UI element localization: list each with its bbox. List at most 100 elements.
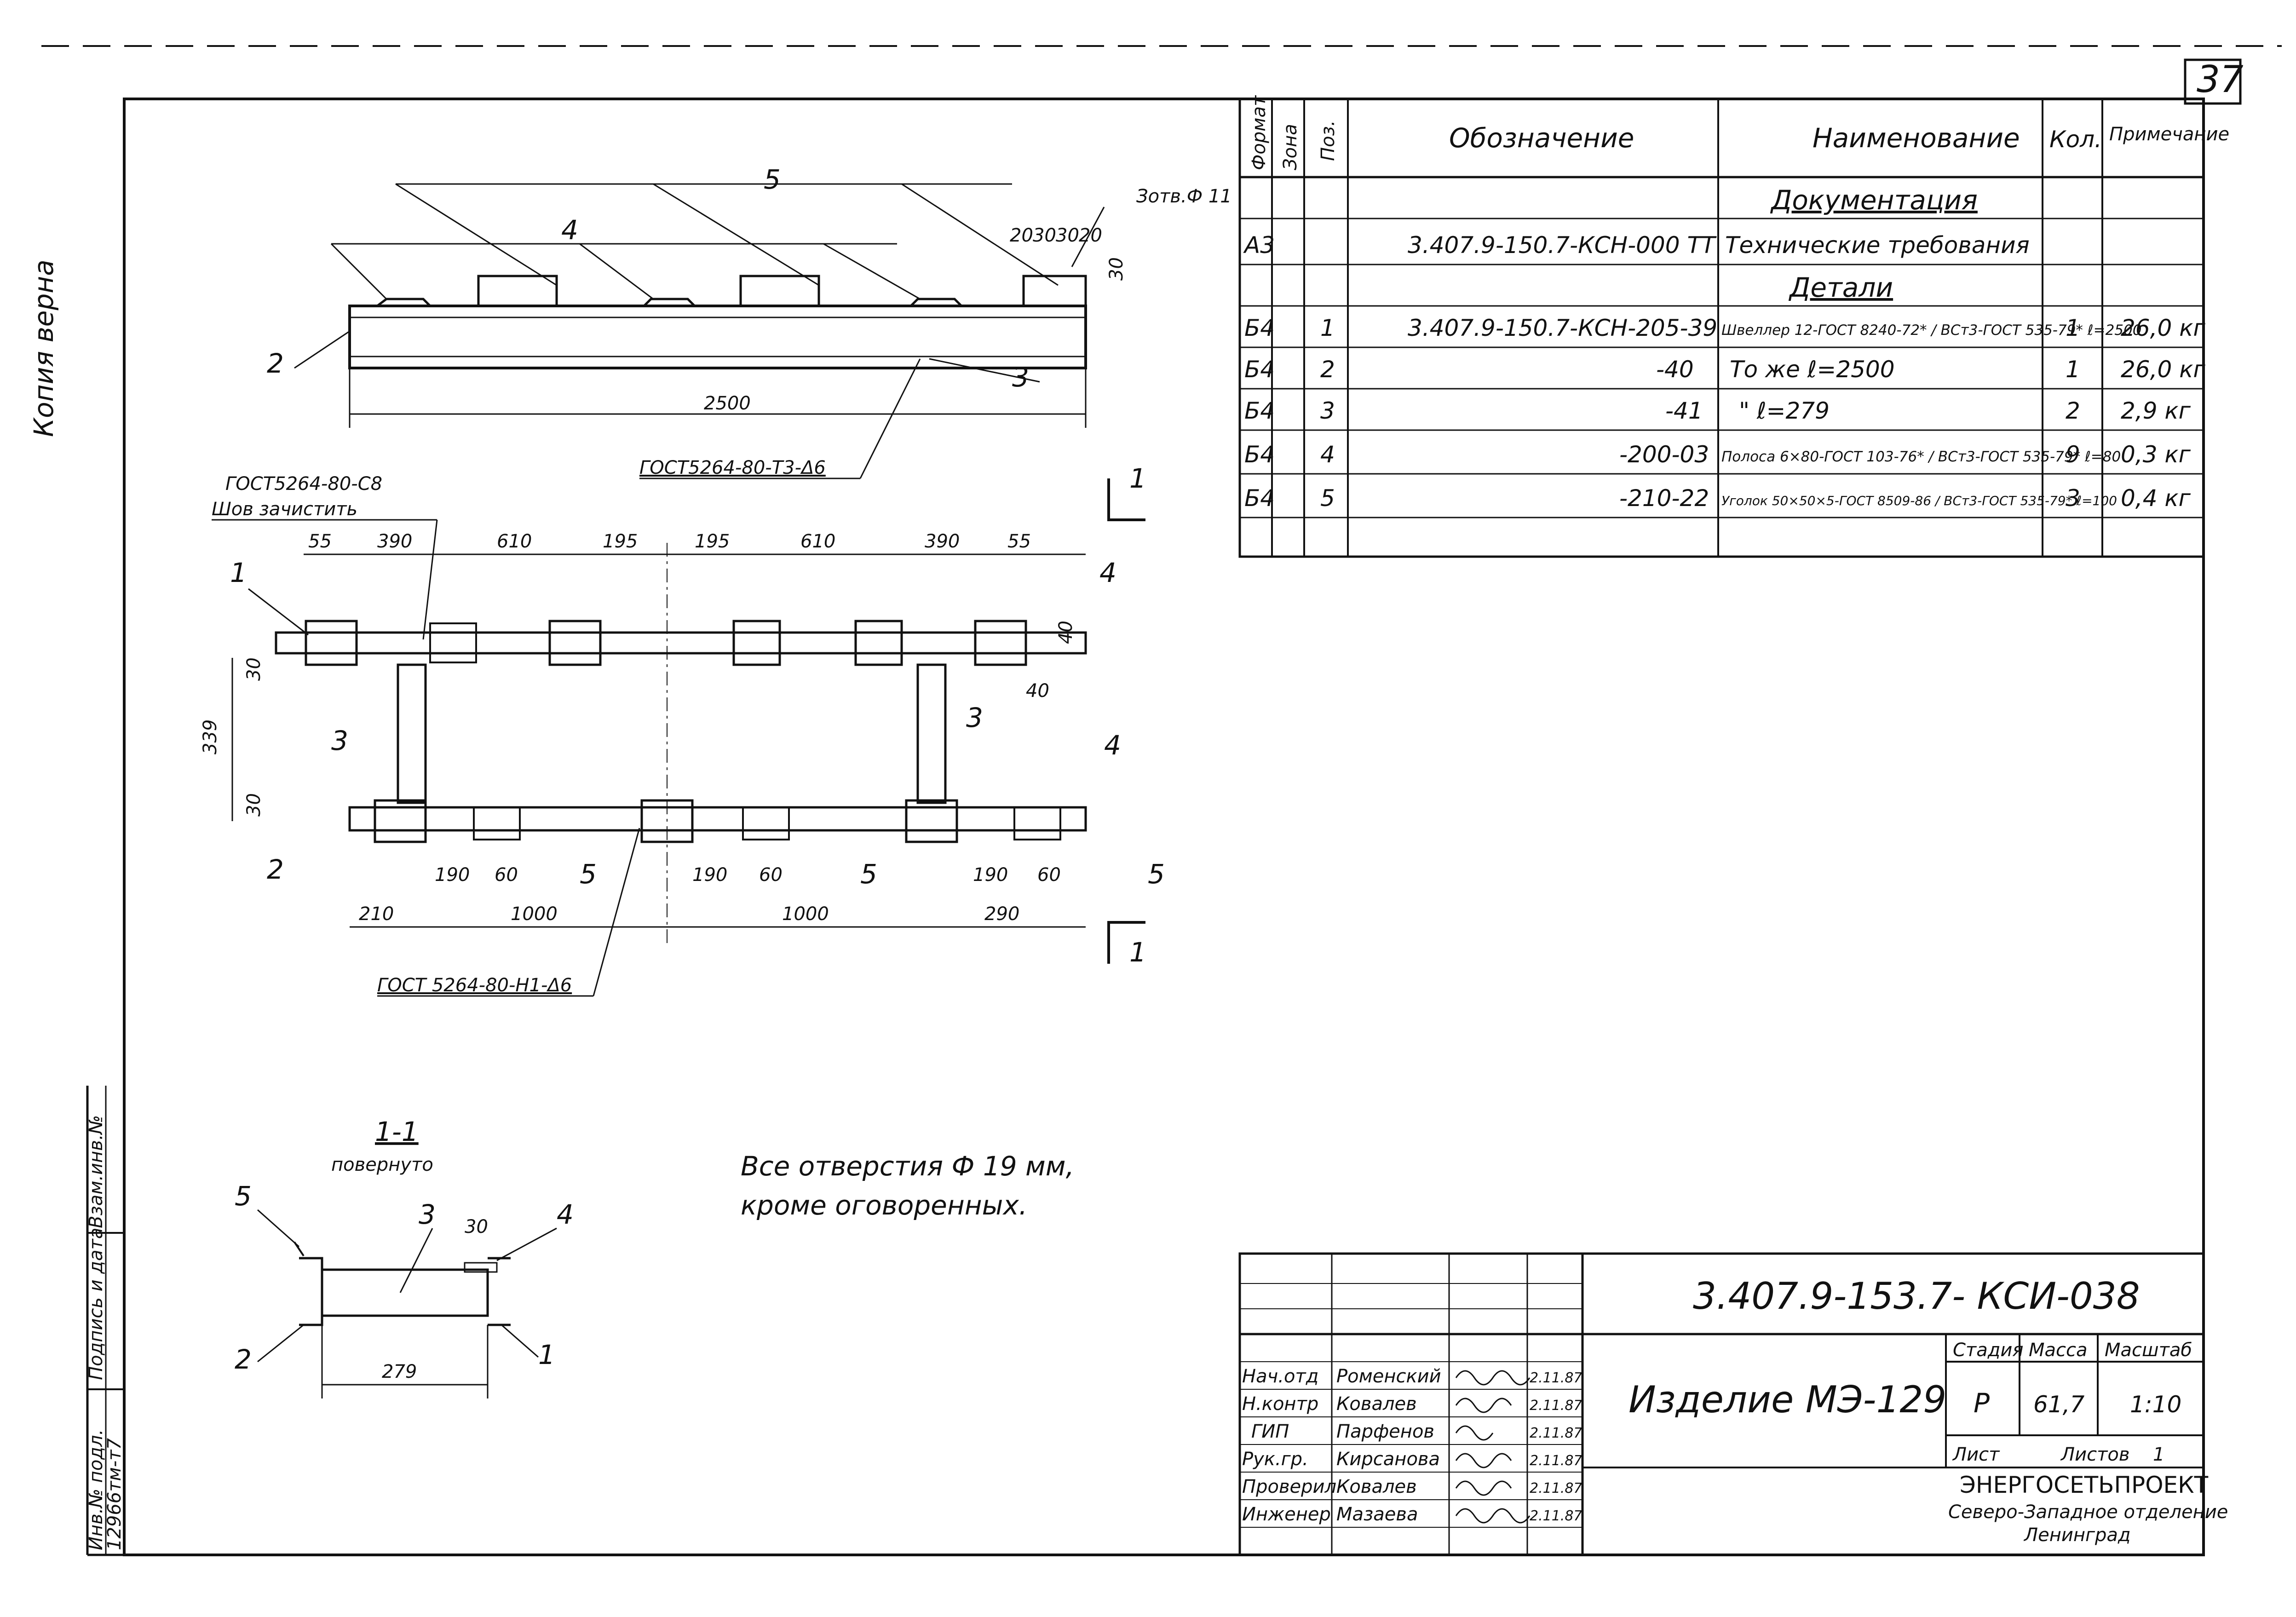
inv-value: 12966тм-т7 (104, 1438, 125, 1550)
hdr-format: Формат (1249, 95, 1270, 170)
hdr-zone: Зона (1280, 124, 1301, 170)
section-mark-bottom: 1 (1129, 937, 1146, 968)
cell-name: " ℓ=279 (1739, 397, 1830, 424)
cell-designation: -200-03 (1619, 441, 1709, 468)
dim-top: 195 (603, 531, 638, 552)
drawing-code: 3.407.9-153.7- КСИ-038 (1693, 1275, 2140, 1318)
dim-top: 55 (308, 531, 332, 552)
weld-note-front: ГОСТ5264-80-Т3-Δ6 (639, 457, 826, 478)
weld-note-bottom: ГОСТ 5264-80-Н1-Δ6 (377, 975, 572, 996)
sheets-label: Листов (2060, 1444, 2129, 1465)
section-pos-5: 5 (235, 1180, 252, 1212)
front-pos-2: 2 (267, 348, 284, 379)
section-details: Детали (1788, 272, 1893, 303)
role: Нач.отд (1242, 1366, 1318, 1387)
cell-pos: 1 (1320, 315, 1335, 341)
dim-30-vert: 30 (1106, 257, 1127, 281)
length-dim: 2500 (704, 393, 751, 414)
cell-format: Б4 (1244, 315, 1275, 341)
cell-designation: 3.407.9-150.7-КСН-000 ТТ (1408, 232, 1717, 259)
cell-designation: 3.407.9-150.7-КСН-205-39 (1408, 315, 1717, 341)
cell-name: Швеллер 12-ГОСТ 8240-72* / ВСт3-ГОСТ 535… (1721, 322, 2141, 339)
role: Рук.гр. (1242, 1449, 1308, 1470)
product-name: Изделие МЭ-129 (1628, 1378, 1946, 1421)
hole-note: Зотв.Ф 11 (1136, 186, 1232, 207)
plan-pos-5: 5 (580, 858, 597, 890)
note-line-1: Все отверстия Ф 19 мм, (741, 1151, 1074, 1182)
dim-base: 1000 (782, 903, 829, 925)
dim-bottom: 190 (973, 864, 1008, 886)
cell-qty: 1 (2066, 356, 2080, 383)
dim-base: 1000 (511, 903, 558, 925)
signature-scribble (1455, 1480, 1512, 1496)
dim-20: 20 (1010, 225, 1033, 246)
mass-value: 61,7 (2033, 1391, 2085, 1418)
dim-left: 30 (243, 657, 265, 681)
org-city: Ленинград (2023, 1525, 2131, 1546)
plan-pos-4: 4 (1104, 730, 1121, 761)
role: Н.контр (1242, 1393, 1318, 1415)
hdr-designation: Обозначение (1449, 122, 1634, 154)
dim-top: 195 (695, 531, 730, 552)
plan-pos-3: 3 (331, 725, 348, 756)
sign-date: 2.11.87 (1530, 1398, 1582, 1414)
cell-designation: -41 (1665, 397, 1703, 424)
cell-format: Б4 (1244, 485, 1275, 512)
dim-top: 390 (925, 531, 960, 552)
left-margin-stamp: Взам.инв.№ Подпись и дата Инв.№ подл. 12… (86, 1086, 125, 1555)
cell-name: Технические требования (1725, 232, 2030, 259)
plan-view: ГОСТ5264-80-С8 Шов зачистить 55 390 610 … (200, 463, 1165, 997)
dim-bottom: 190 (692, 864, 727, 886)
sheets-value: 1 (2153, 1444, 2164, 1465)
table-row: Б4 3 -41 " ℓ=279 2 2,9 кг (1244, 397, 2191, 424)
table-row: Б4 1 3.407.9-150.7-КСН-205-39 Швеллер 12… (1244, 315, 2205, 341)
dim-bottom: 190 (435, 864, 470, 886)
section-mark-top: 1 (1129, 463, 1146, 494)
cell-qty: 3 (2066, 485, 2080, 512)
sign-date: 2.11.87 (1530, 1425, 1582, 1441)
section-width-dim: 279 (382, 1361, 417, 1382)
signatures: Нач.отд Роменский 2.11.87 Н.контр Ковале… (1242, 1366, 1582, 1525)
note-line-2: кроме оговоренных. (741, 1190, 1027, 1221)
signature-scribble (1455, 1398, 1512, 1413)
front-label-4: 4 (561, 214, 578, 246)
signature-scribble (1455, 1508, 1531, 1524)
sign-date: 2.11.87 (1530, 1480, 1582, 1496)
front-pos-3: 3 (1012, 362, 1029, 393)
hdr-qty: Кол. (2049, 126, 2102, 153)
section-pos-1: 1 (538, 1339, 555, 1370)
cell-pos: 5 (1320, 485, 1335, 512)
copy-verified-note: Копия верна (28, 259, 59, 437)
person-name: Роменский (1336, 1366, 1441, 1387)
dim-bottom: 60 (759, 864, 783, 886)
swap-inv-label: Взам.инв.№ (86, 1115, 107, 1228)
cell-pos: 4 (1320, 441, 1335, 468)
dim-20: 20 (1079, 225, 1102, 246)
cell-note: 2,9 кг (2121, 397, 2191, 424)
cell-note: 26,0 кг (2121, 356, 2205, 383)
role: Проверил (1242, 1476, 1336, 1497)
weld-top-note: Шов зачистить (212, 499, 357, 520)
hdr-pos: Поз. (1318, 120, 1339, 161)
section-documentation: Документация (1770, 184, 1978, 216)
dim-top: 610 (800, 531, 835, 552)
cell-name: Полоса 6×80-ГОСТ 103-76* / ВСт3-ГОСТ 535… (1721, 449, 2121, 465)
section-view: 1-1 повернуто 5 3 30 4 2 1 279 (235, 1116, 574, 1398)
person-name: Мазаева (1336, 1504, 1418, 1525)
sign-date: 2.11.87 (1530, 1508, 1582, 1524)
section-pos-2: 2 (235, 1344, 252, 1375)
dim-right: 40 (1026, 680, 1049, 702)
plan-pos-4: 4 (1099, 557, 1116, 588)
dim-right: 40 (1055, 621, 1076, 644)
cell-designation: -210-22 (1619, 485, 1709, 512)
dim-top: 55 (1007, 531, 1031, 552)
person-name: Ковалев (1336, 1393, 1417, 1415)
front-label-5: 5 (764, 164, 781, 195)
spec-table: Формат Зона Поз. Обозначение Наименовани… (1238, 95, 2229, 558)
dim-base: 210 (359, 903, 394, 925)
role: ГИП (1251, 1421, 1289, 1442)
dim-base: 290 (984, 903, 1019, 925)
sheet-label: Лист (1952, 1444, 2000, 1465)
